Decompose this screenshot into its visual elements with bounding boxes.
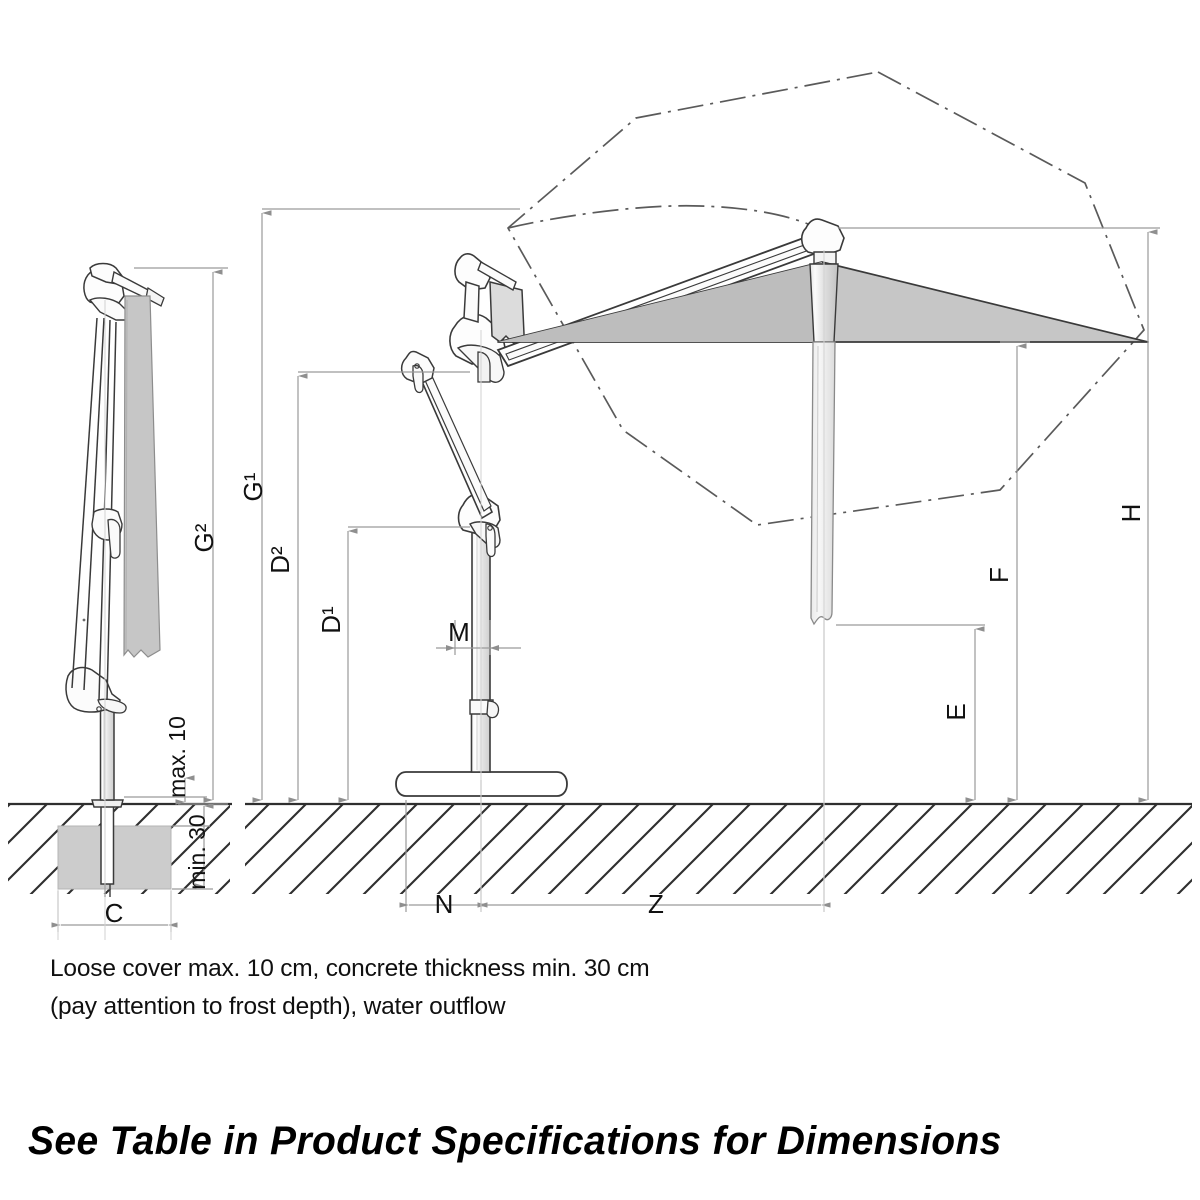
left-arm-tip [145, 286, 165, 307]
left-view-dimension-labels: G² max. 10 min. 30 C [105, 523, 219, 928]
canopy-fabric-left-shade [498, 262, 822, 342]
canopy-valance [810, 341, 836, 626]
left-rib-a [71, 317, 98, 689]
dim-label-d2: D² [265, 546, 295, 574]
crank-housing [489, 281, 525, 345]
strut-lower-pin [412, 364, 424, 394]
canopy-arc-outline [507, 204, 829, 235]
buried-pole-sleeve [100, 805, 115, 885]
head-neck [463, 281, 480, 323]
dim-label-max10: max. 10 [164, 716, 190, 798]
dim-label-g2: G² [189, 523, 219, 552]
dim-label-min30: min. 30 [184, 814, 210, 889]
dim-label-c: C [105, 898, 124, 928]
left-upper-knuckle [88, 297, 129, 321]
ground-hatch-main [245, 804, 1192, 894]
canopy-apex-elbow [800, 218, 845, 257]
ground-group [8, 802, 1192, 894]
dim-label-f: F [984, 567, 1014, 583]
dim-label-n: N [435, 889, 454, 919]
canopy-plan-outline-group [507, 71, 1145, 526]
caption-line-2: (pay attention to frost depth), water ou… [50, 993, 506, 1020]
dim-label-m: M [448, 617, 470, 647]
left-rib-b [83, 317, 105, 691]
left-rib-marker [82, 618, 86, 622]
dim-label-e: E [941, 703, 971, 720]
valance-fold [816, 345, 819, 613]
head-link-bar [477, 260, 517, 292]
caption-line-1: Loose cover max. 10 cm, concrete thickne… [50, 955, 650, 982]
dim-label-h: H [1116, 504, 1146, 523]
dim-label-d1: D¹ [316, 606, 346, 634]
mast-collar-latch [486, 700, 500, 719]
left-mast [99, 703, 115, 801]
left-hub-pivot [96, 706, 102, 712]
dim-arrow-m-right [490, 645, 499, 651]
left-runner-lever [107, 518, 121, 559]
concrete-foundation [57, 825, 172, 890]
left-closed-canopy-fabric [123, 295, 161, 658]
dim-label-z: Z [648, 889, 664, 919]
caption-block: Loose cover max. 10 cm, concrete thickne… [50, 950, 930, 1026]
main-view-dimension-labels: G¹ D² D¹ M H F E N Z [238, 472, 1146, 919]
strut-lower-pivot [414, 363, 420, 369]
dim-label-g1: G¹ [238, 472, 268, 501]
lower-elbow-pivot [487, 525, 493, 531]
construction-lines [57, 250, 825, 940]
main-view-dimensions [252, 208, 1160, 912]
left-view-closed-parasol [57, 262, 172, 897]
main-view-open-parasol [395, 218, 1149, 797]
ground-collar [91, 799, 124, 808]
footer-specifications-note: See Table in Product Specifications for … [28, 1119, 1002, 1163]
left-fabric-fold [125, 299, 128, 651]
dim-arrow-m-left [446, 645, 455, 651]
